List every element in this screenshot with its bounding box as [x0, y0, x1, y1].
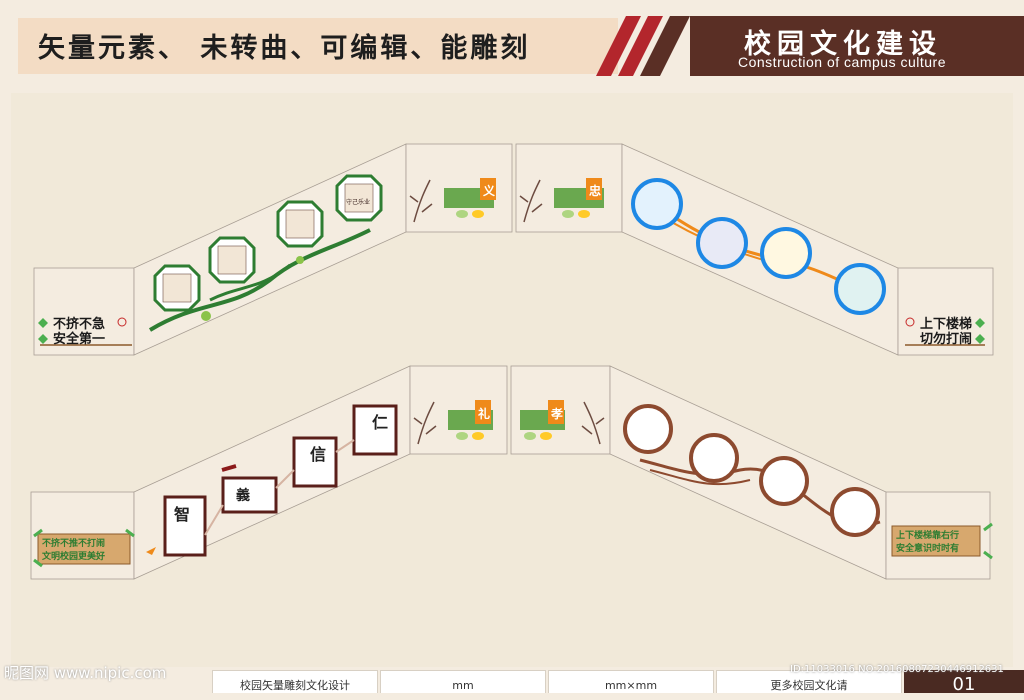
footer-cell-mm: mm [380, 670, 546, 693]
lower-frame-char-4: 仁 [372, 413, 388, 432]
upper-virtue-panel-2 [519, 178, 604, 223]
lower-frame-char-3: 信 [310, 445, 326, 464]
banner-right [690, 16, 1024, 76]
lower-virtue-char-2: 孝 [550, 406, 563, 421]
banner-title: 矢量元素、 未转曲、可编辑、能雕刻 [38, 33, 531, 64]
header: 矢量元素、 未转曲、可编辑、能雕刻 校园文化建设 Construction of… [0, 0, 1024, 78]
upper-left-slogan-line1: 不挤不急 [53, 316, 105, 332]
lower-frame-char-2: 義 [236, 487, 250, 504]
lower-right-slogan-line2: 安全意识时时有 [896, 542, 959, 554]
lower-square-frames [146, 404, 398, 557]
diagonal-stripes [596, 16, 690, 76]
page-number: 01 [904, 670, 1024, 695]
lower-virtue-panel-2 [520, 400, 605, 445]
upper-stair [33, 143, 994, 356]
upper-round-frames [631, 178, 886, 315]
footer-cell-design: 校园矢量雕刻文化设计 [212, 670, 378, 693]
upper-right-slogan-line2: 切勿打闹 [920, 331, 972, 347]
upper-octagon-heading: 守己乐业 [346, 198, 370, 206]
upper-left-slogan-line2: 安全第一 [53, 331, 105, 347]
lower-frame-char-1: 智 [174, 505, 190, 524]
upper-virtue-char-1: 义 [482, 183, 496, 198]
upper-right-slogan [905, 317, 985, 346]
watermark-id: ID:11033016 NO:20160807230446912631 [790, 664, 1004, 675]
upper-right-slogan-line1: 上下楼梯 [920, 316, 972, 332]
watermark: 昵图网 www.nipic.com [4, 664, 167, 682]
brand-title: 校园文化建设 [744, 29, 942, 60]
footer-cell-more[interactable]: 更多校园文化请 [716, 670, 902, 693]
lower-left-slogan-line1: 不挤不推不打闹 [42, 537, 105, 549]
lower-left-slogan-line2: 文明校园更美好 [41, 550, 105, 562]
lower-left-slogan [33, 528, 135, 568]
brand-subtitle: Construction of campus culture [738, 54, 946, 70]
footer-cell-size: mm×mm [548, 670, 714, 693]
lower-right-slogan [891, 522, 993, 560]
upper-virtue-char-2: 忠 [589, 183, 601, 198]
lower-virtue-panel-1 [413, 400, 493, 445]
banner-left [18, 18, 618, 74]
lower-right-slogan-line1: 上下楼梯靠右行 [896, 529, 959, 541]
upper-octagon-frames [148, 174, 383, 332]
lower-virtue-char-1: 礼 [478, 406, 490, 421]
upper-virtue-panel-1 [409, 178, 496, 223]
lower-round-frames [623, 404, 881, 537]
upper-left-slogan [38, 317, 132, 346]
